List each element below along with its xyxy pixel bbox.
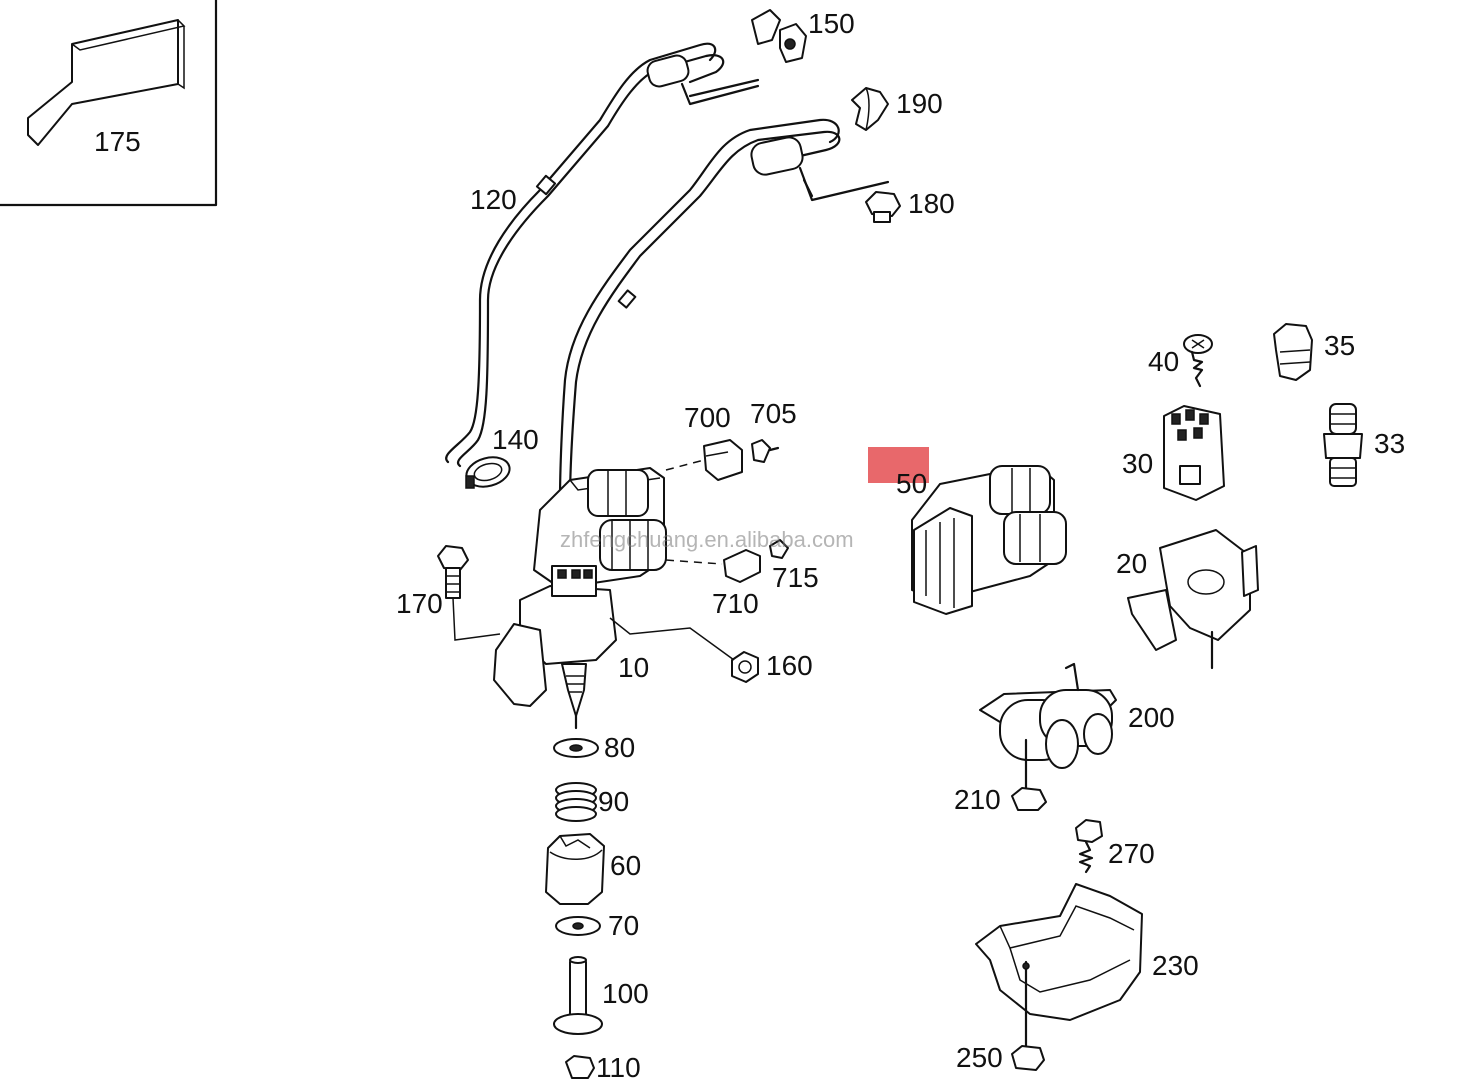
highlight-marker [868, 447, 929, 483]
compressor-50 [911, 465, 1067, 615]
compressor-10 [493, 467, 667, 730]
screw-40 [1183, 334, 1213, 388]
part-705 [751, 439, 780, 463]
leader-700 [665, 459, 705, 471]
nut-250 [1011, 1045, 1045, 1071]
bolt-170 [437, 545, 501, 641]
part-label-50: 50 [896, 468, 928, 499]
nut-160 [609, 617, 759, 683]
part-label-160: 160 [766, 650, 813, 681]
reservoir-200 [979, 662, 1117, 792]
part-label-700: 700 [684, 402, 731, 433]
part-label-60: 60 [610, 850, 642, 881]
nut-35 [1273, 323, 1313, 381]
inset-box [0, 0, 218, 207]
part-label-80: 80 [604, 732, 636, 763]
cover-230 [975, 883, 1143, 1052]
part-label-140: 140 [492, 424, 539, 455]
part-label-230: 230 [1152, 950, 1199, 981]
washer-80 [553, 738, 599, 758]
clamp-140 [465, 456, 511, 489]
part-label-33: 33 [1374, 428, 1406, 459]
clip-190 [851, 87, 889, 131]
part-label-20: 20 [1116, 548, 1148, 579]
part-label-70: 70 [608, 910, 640, 941]
part-label-90: 90 [598, 786, 630, 817]
relay-30 [1163, 405, 1225, 501]
part-715 [769, 539, 789, 559]
part-label-180: 180 [908, 188, 955, 219]
part-label-190: 190 [896, 88, 943, 119]
bracket-20 [1127, 529, 1259, 670]
part-710 [723, 549, 761, 583]
part-label-270: 270 [1108, 838, 1155, 869]
spring-90 [555, 782, 597, 822]
leader-710 [665, 559, 723, 565]
part-label-715: 715 [772, 562, 819, 593]
mount-60 [545, 833, 605, 905]
clip-150 [751, 9, 807, 63]
part-label-30: 30 [1122, 448, 1154, 479]
air-line-second [558, 118, 890, 504]
nut-180 [865, 191, 901, 223]
nut-210 [1011, 787, 1047, 811]
part-label-175: 175 [94, 126, 141, 157]
part-label-110: 110 [596, 1052, 641, 1083]
part-label-40: 40 [1148, 346, 1180, 377]
part-label-200: 200 [1128, 702, 1175, 733]
part-175-shape [27, 19, 186, 146]
watermark-text: zhfengchuang.en.alibaba.com [560, 527, 854, 552]
part-label-210: 210 [954, 784, 1001, 815]
bolt-100 [553, 956, 603, 1035]
part-label-10: 10 [618, 652, 650, 683]
part-label-150: 150 [808, 8, 855, 39]
part-label-250: 250 [956, 1042, 1003, 1073]
part-label-705: 705 [750, 398, 797, 429]
part-label-170: 170 [396, 588, 443, 619]
washer-70 [555, 916, 601, 936]
part-label-35: 35 [1324, 330, 1356, 361]
air-line-120 [445, 42, 760, 468]
part-700 [703, 439, 743, 481]
part-label-710: 710 [712, 588, 759, 619]
valve-33 [1323, 403, 1363, 487]
part-label-100: 100 [602, 978, 649, 1009]
part-label-120: 120 [470, 184, 517, 215]
nut-110 [565, 1055, 595, 1079]
bolt-270 [1075, 819, 1103, 874]
